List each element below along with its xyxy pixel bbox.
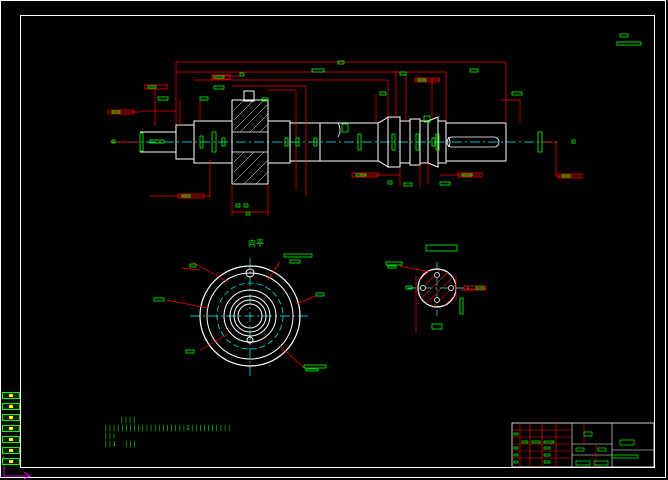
side-toolbar-button[interactable] (2, 403, 20, 410)
side-toolbar-button[interactable] (2, 458, 20, 465)
section-view-keyway (385, 244, 487, 332)
technical-note-line-4: ||1 ||| (104, 441, 137, 448)
shaft-front-view (110, 90, 560, 185)
technical-note-line-3: ||| (104, 433, 117, 440)
side-toolbar-button[interactable] (2, 447, 20, 454)
dimension-lines (110, 61, 580, 216)
section-view-flange (153, 253, 327, 378)
side-toolbar-button[interactable] (2, 436, 20, 443)
technical-note-line-1: |||| (120, 417, 137, 424)
dimension-text-marks (107, 33, 642, 216)
section-view-label: 向平 (248, 239, 264, 248)
side-toolbar-button[interactable] (2, 392, 20, 399)
side-toolbar-button[interactable] (2, 425, 20, 432)
side-toolbar-button[interactable] (2, 414, 20, 421)
title-block (511, 422, 655, 468)
technical-note-line-2: ||||||||||||||||||||2|||||||||| (104, 425, 232, 432)
